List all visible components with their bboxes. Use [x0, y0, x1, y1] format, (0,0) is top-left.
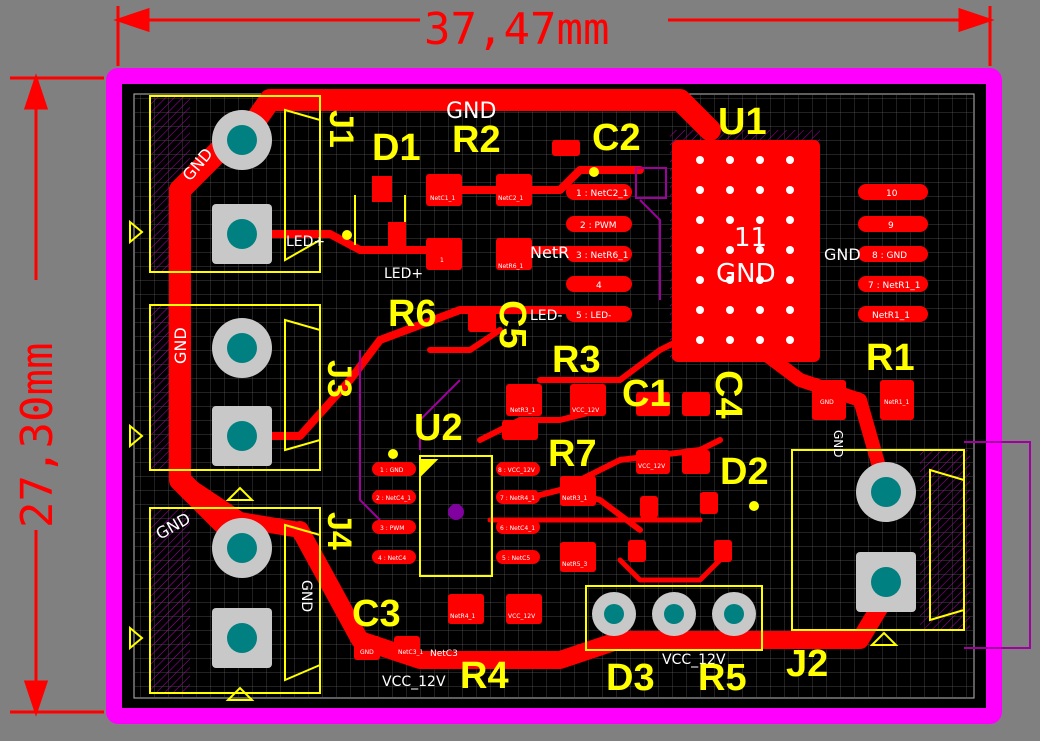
- pad-r2-2: NetC2_1: [498, 195, 524, 202]
- label-d3: D3: [606, 657, 655, 699]
- pad-r6-2: NetR6_1: [498, 263, 524, 270]
- label-c3: C3: [352, 593, 401, 635]
- u2-center-via: [448, 504, 464, 520]
- purple-traces: [359, 199, 661, 521]
- u1-pin-8: 8 : GND: [872, 251, 907, 261]
- net-vcc-bottom: VCC_12V: [382, 674, 446, 690]
- hatch-j4: [150, 508, 190, 693]
- pad-r4-2: VCC_12V: [508, 613, 536, 620]
- u1-pin-4: 4: [596, 281, 602, 291]
- hatch-j2: [920, 450, 970, 630]
- label-j1: J1: [322, 110, 360, 148]
- pad-c3-1: GND: [360, 649, 374, 656]
- u2-pin-4: 4 : NetC4: [378, 555, 406, 562]
- net-gnd-right: GND: [824, 245, 861, 264]
- label-r6: R6: [388, 293, 437, 335]
- u1-center-number: 11: [734, 223, 767, 253]
- u1-center-net: GND: [716, 259, 776, 289]
- net-led-minus: LED-: [530, 308, 562, 324]
- silk-dots: [342, 167, 759, 511]
- label-r1: R1: [866, 337, 915, 379]
- pad-r6-1: 1: [440, 257, 444, 264]
- label-r5: R5: [698, 657, 747, 699]
- net-j3-gnd: GND: [171, 327, 190, 364]
- label-j2: J2: [786, 643, 828, 685]
- u1-pin-3: 3 : NetR6_1: [576, 251, 628, 261]
- net-led-plus-1: LED+: [286, 234, 325, 250]
- u1-pin-2: 2 : PWM: [580, 221, 617, 231]
- net-j4-gnd2: GND: [298, 580, 314, 612]
- u1-pin-9: 9: [888, 221, 894, 231]
- label-c4: C4: [707, 370, 749, 419]
- label-j3: J3: [320, 360, 358, 398]
- pad-r3-2: VCC_12V: [572, 407, 600, 414]
- silkscreen-triangles: [129, 219, 899, 701]
- u1-pin-1: 1 : NetC2_1: [576, 189, 629, 199]
- u2-pin-8: 8 : VCC_12V: [498, 467, 536, 474]
- u2-pin-5: 5 : NetC5: [502, 555, 530, 562]
- j2-edge-outline: [964, 441, 1031, 649]
- pad-r7-2: NetR5_3: [562, 561, 588, 568]
- u2-pin-6: 6 : NetC4_1: [500, 525, 535, 532]
- u1-left-pins: [566, 184, 632, 322]
- silkscreen-outlines: [149, 95, 965, 694]
- u1-pin1-mark: [635, 167, 667, 199]
- label-r2: R2: [452, 119, 501, 161]
- label-c5: C5: [491, 300, 533, 349]
- pad-r2-1: NetC1_1: [430, 195, 456, 202]
- label-u2: U2: [414, 407, 463, 449]
- dimension-width-label: 37,47mm: [424, 4, 609, 55]
- label-c2: C2: [592, 117, 641, 159]
- u2-pin-3: 3 : PWM: [380, 525, 404, 532]
- u1-pin-7: 7 : NetR1_1: [868, 281, 920, 291]
- label-c1: C1: [622, 373, 671, 415]
- pad-c1: VCC_12V: [638, 463, 666, 470]
- pad-r7-1: NetR3_1: [562, 495, 588, 502]
- u1-pin-6: NetR1_1: [872, 311, 910, 321]
- label-u1: U1: [718, 101, 767, 143]
- pad-c3-2: NetC3_1: [398, 649, 424, 656]
- u1-body: [672, 140, 820, 362]
- label-r7: R7: [548, 433, 597, 475]
- label-d1: D1: [372, 127, 421, 169]
- dimension-width-label-bg: [420, 2, 668, 48]
- dimension-height-label-bg: [12, 280, 58, 530]
- net-j2-gnd: GND: [831, 430, 845, 458]
- pad-r4-1: NetR4_1: [450, 613, 476, 620]
- u1-right-pins: [858, 184, 928, 322]
- pad-r1-2: NetR1_1: [884, 399, 910, 406]
- label-r4: R4: [460, 655, 509, 697]
- u2-pads: [372, 462, 540, 564]
- pad-r3-1: NetR3_1: [510, 407, 536, 414]
- net-netr: NetR: [530, 243, 569, 262]
- u1-vias: [696, 156, 794, 344]
- smd-pads: [354, 140, 914, 660]
- net-c3: NetC3: [430, 649, 458, 659]
- net-led-plus-2: LED+: [384, 266, 423, 282]
- net-vcc-d3: VCC_12V: [662, 652, 726, 668]
- u2-pin-2: 2 : NetC4_1: [376, 495, 411, 502]
- dimension-height-label: 27,30mm: [12, 343, 63, 528]
- u2-pin-1: 1 : GND: [380, 467, 404, 474]
- u1-pin-10: 10: [886, 189, 898, 199]
- label-d2: D2: [720, 451, 769, 493]
- u1-pin-5: 5 : LED-: [576, 311, 611, 321]
- label-r3: R3: [552, 339, 601, 381]
- through-hole-pads: [212, 110, 916, 668]
- u2-pin-7: 7 : NetR4_1: [500, 495, 535, 502]
- pad-r1-1: GND: [820, 399, 834, 406]
- net-gnd-top: GND: [446, 99, 496, 124]
- label-j4: J4: [320, 512, 358, 550]
